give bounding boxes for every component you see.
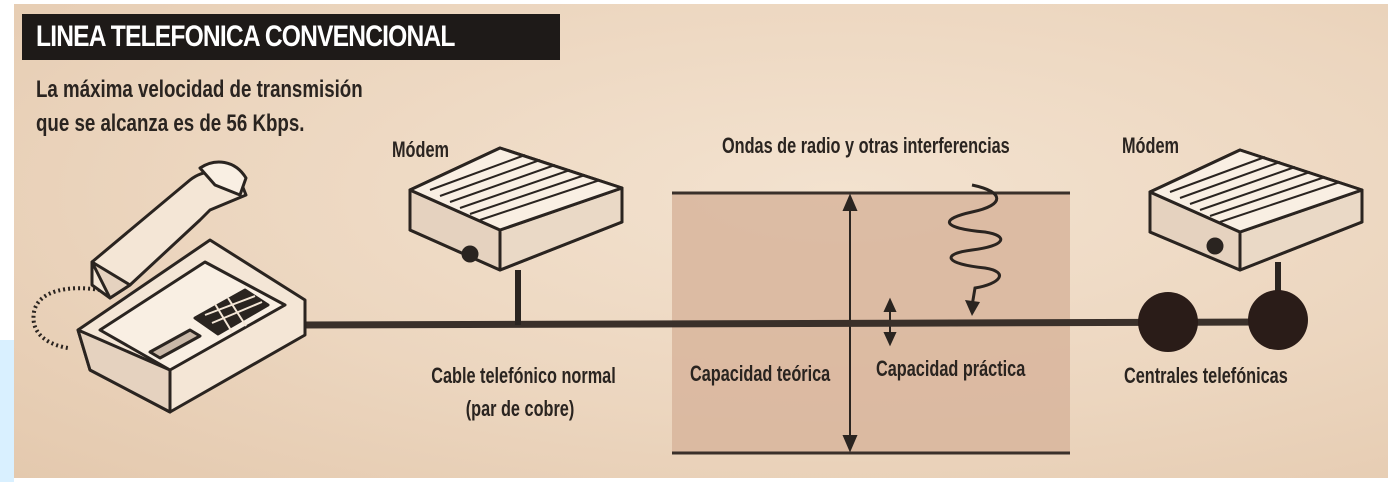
modem-left-label: Módem (392, 137, 449, 162)
modem-left-icon (408, 146, 624, 325)
exchange-left-dot (1138, 292, 1198, 352)
subtitle-line-1: La máxima velocidad de transmisión (36, 76, 363, 103)
subtitle-line-2: que se alcanza es de 56 Kbps. (36, 110, 305, 137)
modem-right-icon (1148, 148, 1364, 300)
exchanges-label: Centrales telefónicas (1124, 363, 1288, 388)
interference-label: Ondas de radio y otras interferencias (722, 133, 1010, 158)
cable-label-line-2: (par de cobre) (465, 396, 575, 421)
modem-right-label: Módem (1122, 133, 1179, 158)
page-title: LINEA TELEFONICA CONVENCIONAL (36, 20, 455, 53)
exchange-right-dot (1248, 290, 1308, 350)
corner-strip (0, 340, 14, 482)
practical-capacity-arrow (883, 297, 897, 347)
cable-label-line-1: Cable telefónico normal (431, 363, 616, 388)
telephone-cable (299, 318, 1281, 329)
exchange-dots (1138, 290, 1308, 352)
title-banner: LINEA TELEFONICA CONVENCIONAL (22, 14, 561, 60)
interference-wave (948, 183, 1003, 316)
telephone-icon (31, 160, 307, 414)
practical-capacity-label: Capacidad práctica (876, 356, 1026, 381)
theoretical-capacity-label: Capacidad teórica (690, 361, 831, 386)
